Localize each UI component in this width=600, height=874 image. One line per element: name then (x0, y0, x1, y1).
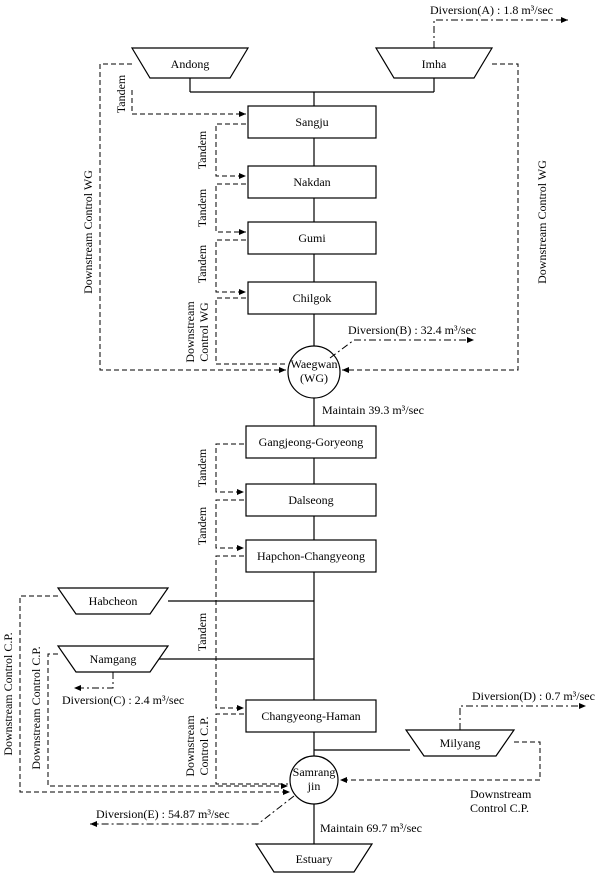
diversion-c-label: Diversion(C) : 2.4 m³/sec (62, 693, 184, 707)
tandem-label-5: Tandem (195, 506, 209, 545)
maintain-samrangjin-label: Maintain 69.7 m³/sec (320, 821, 422, 835)
reservoir-imha: Imha (374, 47, 494, 79)
diversion-e-label: Diversion(E) : 54.87 m³/sec (96, 807, 230, 821)
downstream-control-labels: Downstream Control WG Downstream Control… (1, 160, 549, 815)
weir-changyeong-haman-label: Changyeong-Haman (261, 709, 360, 723)
weir-hapchon-changyeong-label: Hapchon-Changyeong (257, 549, 365, 563)
tandem-label-3: Tandem (195, 244, 209, 283)
weir-gumi: Gumi (247, 221, 377, 255)
reservoir-namgang: Namgang (56, 645, 170, 673)
estuary-label: Estuary (296, 852, 333, 866)
tandem-label-6: Tandem (195, 612, 209, 651)
weir-dalseong-label: Dalseong (288, 493, 333, 507)
samrangjin-label-line2: jin (307, 779, 321, 793)
reservoir-imha-label: Imha (422, 57, 447, 71)
weir-gumi-label: Gumi (298, 231, 326, 245)
weir-sangju-label: Sangju (295, 115, 328, 129)
dashed-control-links (19, 63, 541, 795)
reservoir-andong-label: Andong (171, 57, 210, 71)
chilgok-control-wg-label: Control WG (197, 302, 211, 362)
weir-hapchon-changyeong: Hapchon-Changyeong (245, 539, 377, 573)
control-point-samrangjin: Samrang jin (289, 755, 339, 805)
milyang-downstream-label: Downstream (470, 787, 532, 801)
namgang-downstream-control-cp-label: Downstream Control C.P. (29, 646, 43, 769)
weir-nakdan-label: Nakdan (293, 175, 330, 189)
tandem-label-2: Tandem (195, 188, 209, 227)
weir-dalseong: Dalseong (245, 483, 377, 517)
reservoir-andong: Andong (130, 47, 250, 79)
diversion-d-label: Diversion(D) : 0.7 m³/sec (472, 689, 595, 703)
diversion-a-label: Diversion(A) : 1.8 m³/sec (430, 3, 553, 17)
samrangjin-label-line1: Samrang (293, 765, 336, 779)
reservoir-milyang: Milyang (404, 729, 516, 757)
reservoir-habcheon-label: Habcheon (89, 594, 138, 608)
estuary: Estuary (254, 843, 374, 873)
flow-labels: Maintain 39.3 m³/sec Maintain 69.7 m³/se… (62, 3, 595, 835)
main-river-lines (152, 78, 435, 844)
weir-changyeong-haman: Changyeong-Haman (245, 699, 377, 733)
weir-sangju: Sangju (247, 105, 377, 139)
milyang-control-cp-label: Control C.P. (470, 801, 529, 815)
reservoir-namgang-label: Namgang (90, 652, 137, 666)
weir-chilgok-label: Chilgok (293, 291, 332, 305)
waegwan-label-line2: (WG) (300, 371, 328, 385)
changyeong-control-cp-label: Control C.P. (197, 716, 211, 775)
weir-gangjeong-goryeong-label: Gangjeong-Goryeong (259, 435, 364, 449)
weir-gangjeong-goryeong: Gangjeong-Goryeong (245, 425, 377, 459)
weir-chilgok: Chilgok (247, 281, 377, 315)
tandem-label-andong: Tandem (114, 74, 128, 113)
reservoir-habcheon: Habcheon (56, 587, 170, 615)
weir-nakdan: Nakdan (247, 165, 377, 199)
tandem-label-1: Tandem (195, 130, 209, 169)
control-point-waegwan: Waegwan (WG) (287, 345, 341, 399)
downstream-control-wg-left-label: Downstream Control WG (81, 170, 95, 294)
tandem-label-4: Tandem (195, 448, 209, 487)
chilgok-downstream-label: Downstream (183, 301, 197, 363)
tandem-labels: Tandem Tandem Tandem Tandem Tandem Tande… (114, 74, 209, 651)
waegwan-label-line1: Waegwan (290, 357, 337, 371)
habcheon-downstream-control-cp-label: Downstream Control C.P. (1, 632, 15, 755)
downstream-control-wg-right-label: Downstream Control WG (535, 160, 549, 284)
diversion-arrows (74, 17, 586, 827)
changyeong-downstream-label: Downstream (183, 715, 197, 777)
reservoir-milyang-label: Milyang (440, 736, 481, 750)
maintain-waegwan-label: Maintain 39.3 m³/sec (322, 403, 424, 417)
diversion-b-label: Diversion(B) : 32.4 m³/sec (348, 323, 476, 337)
